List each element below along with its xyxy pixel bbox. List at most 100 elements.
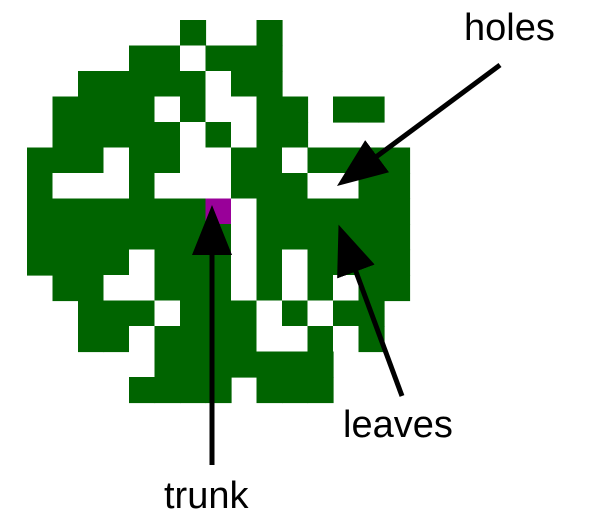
leaf-cell xyxy=(256,20,283,47)
leaf-cell xyxy=(307,198,334,225)
hole-cell xyxy=(103,173,130,200)
leaf-cell xyxy=(256,377,283,404)
leaf-cell xyxy=(129,173,156,200)
leaf-cell xyxy=(256,96,283,123)
leaf-cell xyxy=(384,198,411,225)
leaf-cell xyxy=(154,351,181,378)
hole-cell xyxy=(282,326,309,353)
leaf-cell xyxy=(154,249,181,276)
hole-cell xyxy=(129,351,156,378)
leaf-cell xyxy=(52,198,79,225)
leaf-cell xyxy=(103,71,130,98)
leaf-cell xyxy=(154,122,181,149)
hole-cell xyxy=(180,173,207,200)
leaf-cell xyxy=(78,122,105,149)
hole-cell xyxy=(256,326,283,353)
leaf-cell xyxy=(282,173,309,200)
leaf-cell xyxy=(256,249,283,276)
tree-grid xyxy=(27,20,411,404)
leaf-cell xyxy=(78,275,105,302)
leaf-cell xyxy=(52,249,79,276)
leaf-cell xyxy=(129,45,156,72)
leaf-cell xyxy=(231,45,258,72)
hole-cell xyxy=(231,122,258,149)
leaf-cell xyxy=(154,198,181,225)
leaf-cell xyxy=(256,198,283,225)
leaf-cell xyxy=(27,173,54,200)
leaf-cell xyxy=(154,224,181,251)
leaf-cell xyxy=(205,300,232,327)
leaf-cell xyxy=(282,377,309,404)
leaf-cell xyxy=(52,96,79,123)
leaf-cell xyxy=(27,224,54,251)
leaf-cell xyxy=(180,249,207,276)
hole-cell xyxy=(282,147,309,174)
leaves-annotation: leaves xyxy=(337,224,453,446)
leaf-cell xyxy=(307,224,334,251)
leaf-cell xyxy=(231,351,258,378)
leaf-cell xyxy=(358,173,385,200)
hole-cell xyxy=(205,173,232,200)
hole-cell xyxy=(333,275,360,302)
leaf-cell xyxy=(358,249,385,276)
hole-cell xyxy=(129,326,156,353)
hole-cell xyxy=(154,300,181,327)
leaf-cell xyxy=(129,96,156,123)
leaf-cell xyxy=(256,147,283,174)
leaves-label: leaves xyxy=(343,404,453,446)
hole-cell xyxy=(52,173,79,200)
leaf-cell xyxy=(129,122,156,149)
leaf-cell xyxy=(52,275,79,302)
leaf-cell xyxy=(154,45,181,72)
leaf-cell xyxy=(256,173,283,200)
leaf-cell xyxy=(103,198,130,225)
hole-cell xyxy=(180,147,207,174)
leaf-cell xyxy=(154,275,181,302)
hole-cell xyxy=(205,71,232,98)
leaf-cell xyxy=(256,45,283,72)
leaf-cell xyxy=(180,326,207,353)
leaf-cell xyxy=(384,147,411,174)
leaf-cell xyxy=(384,249,411,276)
leaf-cell xyxy=(333,198,360,225)
leaf-cell xyxy=(78,326,105,353)
hole-cell xyxy=(333,326,360,353)
leaf-cell xyxy=(307,147,334,174)
leaf-cell xyxy=(333,96,360,123)
leaf-cell xyxy=(180,96,207,123)
hole-cell xyxy=(282,275,309,302)
leaf-cell xyxy=(154,377,181,404)
leaf-cell xyxy=(282,96,309,123)
leaf-cell xyxy=(205,377,232,404)
leaf-cell xyxy=(282,300,309,327)
leaf-cell xyxy=(180,198,207,225)
hole-cell xyxy=(154,96,181,123)
leaf-cell xyxy=(180,351,207,378)
hole-cell xyxy=(231,275,258,302)
leaf-cell xyxy=(129,300,156,327)
leaf-cell xyxy=(205,275,232,302)
hole-cell xyxy=(78,173,105,200)
hole-cell xyxy=(180,45,207,72)
hole-cell xyxy=(231,249,258,276)
hole-cell xyxy=(103,275,130,302)
hole-cell xyxy=(307,300,334,327)
hole-cell xyxy=(256,300,283,327)
leaf-cell xyxy=(103,326,130,353)
leaf-cell xyxy=(129,224,156,251)
leaf-cell xyxy=(205,224,232,251)
leaf-cell xyxy=(180,224,207,251)
leaf-cell xyxy=(384,224,411,251)
leaf-cell xyxy=(282,224,309,251)
leaf-cell xyxy=(103,300,130,327)
leaf-cell xyxy=(78,224,105,251)
leaf-cell xyxy=(384,275,411,302)
hole-cell xyxy=(231,224,258,251)
leaf-cell xyxy=(307,326,334,353)
holes-arrow xyxy=(336,62,502,186)
trunk-label: trunk xyxy=(164,475,249,517)
hole-cell xyxy=(154,173,181,200)
leaf-cell xyxy=(27,249,54,276)
leaf-cell xyxy=(129,198,156,225)
